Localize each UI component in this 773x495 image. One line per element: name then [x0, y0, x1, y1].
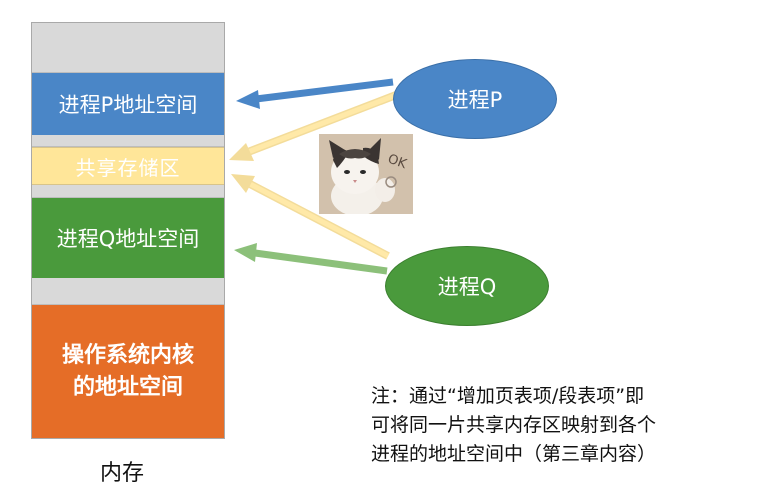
arrow-q-to-q-space — [234, 243, 388, 275]
note-line1: 注：通过“增加页表项/段表项”即 — [371, 385, 645, 407]
process-q-node: 进程Q — [385, 246, 549, 326]
memory-gap — [32, 135, 224, 147]
os-kernel-label-line2: 的地址空间 — [72, 374, 183, 400]
memory-block: 进程P地址空间 共享存储区 进程Q地址空间 操作系统内核 的地址空间 — [31, 22, 225, 439]
note-line3: 进程的地址空间中（第三章内容） — [371, 443, 657, 465]
memory-gap-top — [32, 23, 224, 73]
memory-label: 内存 — [100, 461, 145, 486]
arrow-q-to-shared — [231, 174, 390, 260]
process-p-node: 进程P — [393, 59, 557, 139]
ok-text: OK — [386, 152, 409, 173]
note-line2: 可将同一片共享内存区映射到各个 — [371, 414, 657, 436]
shared-memory-area: 共享存储区 — [32, 147, 224, 185]
arrow-p-to-p-space — [236, 78, 394, 109]
memory-gap — [32, 185, 224, 198]
process-q-address-space: 进程Q地址空间 — [32, 198, 224, 278]
ok-cat-meme-image: OK — [319, 134, 413, 214]
note-text: 注：通过“增加页表项/段表项”即 可将同一片共享内存区映射到各个 进程的地址空间… — [371, 382, 766, 469]
process-p-address-space: 进程P地址空间 — [32, 73, 224, 135]
memory-gap — [32, 278, 224, 305]
os-kernel-label-line1: 操作系统内核 — [61, 342, 194, 368]
os-kernel-address-space: 操作系统内核 的地址空间 — [32, 305, 224, 438]
arrow-p-to-shared — [229, 91, 398, 161]
